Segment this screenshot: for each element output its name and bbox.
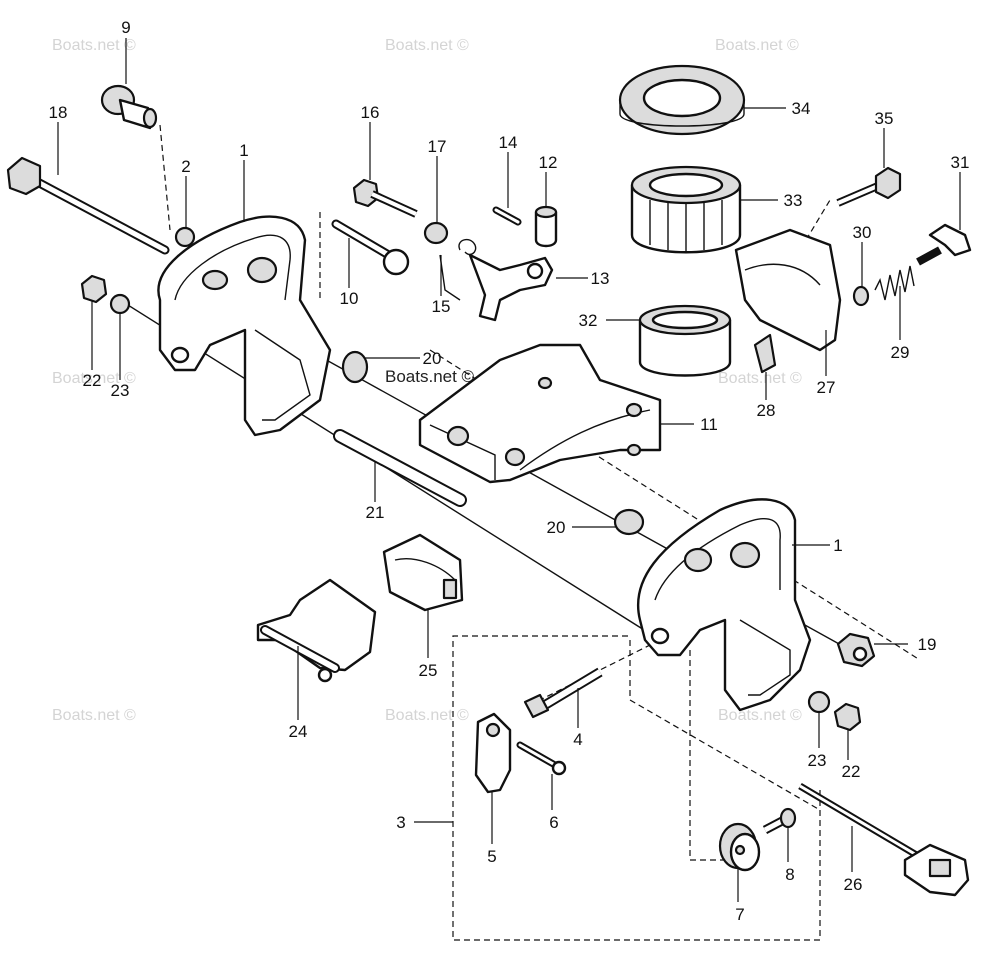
part-8-screw — [762, 807, 797, 834]
part-3-group-box — [452, 635, 821, 941]
callout-26: 26 — [844, 875, 863, 894]
callout-27: 27 — [817, 378, 836, 397]
watermark: Boats.net © — [52, 370, 136, 387]
callout-35: 35 — [875, 109, 894, 128]
watermark: Boats.net © — [52, 707, 136, 724]
part-16-bolt — [352, 178, 418, 218]
callout-1: 1 — [239, 141, 248, 160]
callout-11: 11 — [700, 415, 718, 434]
callout-17: 17 — [428, 137, 447, 156]
callout-23: 23 — [808, 751, 827, 770]
part-6-pin — [516, 741, 567, 776]
callout-4: 4 — [573, 730, 582, 749]
callout-1: 1 — [833, 536, 842, 555]
part-9-cap — [100, 84, 158, 130]
part-24-clamp — [256, 578, 377, 683]
watermark: Boats.net © — [52, 37, 136, 54]
callout-19: 19 — [918, 635, 937, 654]
part-5-latch — [474, 712, 512, 794]
part-22-nut-left — [80, 274, 108, 304]
part-14-pin — [492, 206, 522, 226]
callout-30: 30 — [853, 223, 872, 242]
callout-labels: 9 18 2 1 16 17 14 12 13 15 10 22 23 20 3… — [49, 18, 970, 924]
part-4-screw — [523, 667, 603, 719]
callout-21: 21 — [366, 503, 385, 522]
part-1-clamp-bracket-right — [636, 498, 812, 712]
part-22-nut-right — [833, 702, 862, 732]
callout-31: 31 — [951, 153, 970, 172]
part-20-washer-upper — [341, 350, 369, 384]
callout-3: 3 — [396, 813, 405, 832]
part-27-clamp-half — [734, 228, 842, 352]
part-29-spring — [874, 265, 915, 301]
part-26-rod — [798, 782, 970, 897]
callout-28: 28 — [757, 401, 776, 420]
part-1-clamp-bracket-left — [157, 215, 332, 437]
part-25-clamp-pad — [382, 533, 464, 612]
callout-12: 12 — [539, 153, 558, 172]
part-21-stud — [333, 429, 467, 507]
part-11-swivel-bracket — [418, 343, 662, 484]
part-10-pin — [331, 219, 410, 276]
callout-24: 24 — [289, 722, 308, 741]
callout-25: 25 — [419, 661, 438, 680]
callout-20: 20 — [547, 518, 566, 537]
callout-14: 14 — [499, 133, 518, 152]
callout-22: 22 — [842, 762, 861, 781]
leader-lines — [57, 38, 961, 902]
part-2-washer — [174, 226, 196, 248]
callout-22: 22 — [83, 371, 102, 390]
callout-18: 18 — [49, 103, 68, 122]
part-34-ring — [618, 64, 746, 136]
part-15-spring — [439, 238, 477, 301]
callout-23: 23 — [111, 381, 130, 400]
callout-13: 13 — [591, 269, 610, 288]
watermark: Boats.net © — [718, 707, 802, 724]
callout-29: 29 — [891, 343, 910, 362]
part-7-knob — [718, 822, 761, 872]
callout-2: 2 — [181, 157, 190, 176]
part-28-wedge — [753, 333, 777, 374]
callout-33: 33 — [784, 191, 803, 210]
callout-20: 20 — [423, 349, 442, 368]
callout-34: 34 — [792, 99, 811, 118]
callout-5: 5 — [487, 847, 496, 866]
callout-8: 8 — [785, 865, 794, 884]
callout-9: 9 — [121, 18, 130, 37]
watermark: Boats.net © — [385, 37, 469, 54]
callout-10: 10 — [340, 289, 359, 308]
part-30-washer — [852, 285, 870, 307]
callout-6: 6 — [549, 813, 558, 832]
part-19-nut — [836, 632, 876, 668]
part-20-washer-lower — [613, 508, 645, 536]
part-33-bushing — [630, 165, 742, 254]
part-32-bushing — [638, 304, 732, 377]
callout-7: 7 — [735, 905, 744, 924]
watermark: Boats.net © — [718, 370, 802, 387]
part-17-washer — [423, 221, 449, 245]
part-18-long-bolt — [6, 156, 170, 255]
callout-32: 32 — [579, 311, 598, 330]
part-23-washer-left — [109, 293, 131, 315]
watermark-center: Boats.net © — [385, 367, 475, 386]
part-35-bolt — [836, 166, 902, 207]
watermark-layer: Boats.net © Boats.net © Boats.net © Boat… — [52, 37, 802, 724]
watermark: Boats.net © — [385, 707, 469, 724]
part-31-wing-bolt — [916, 223, 972, 266]
callout-16: 16 — [361, 103, 380, 122]
part-23-washer-right — [807, 690, 831, 714]
watermark: Boats.net © — [715, 37, 799, 54]
callout-15: 15 — [432, 297, 451, 316]
part-12-sleeve — [534, 205, 558, 248]
part-13-lever — [468, 253, 554, 322]
